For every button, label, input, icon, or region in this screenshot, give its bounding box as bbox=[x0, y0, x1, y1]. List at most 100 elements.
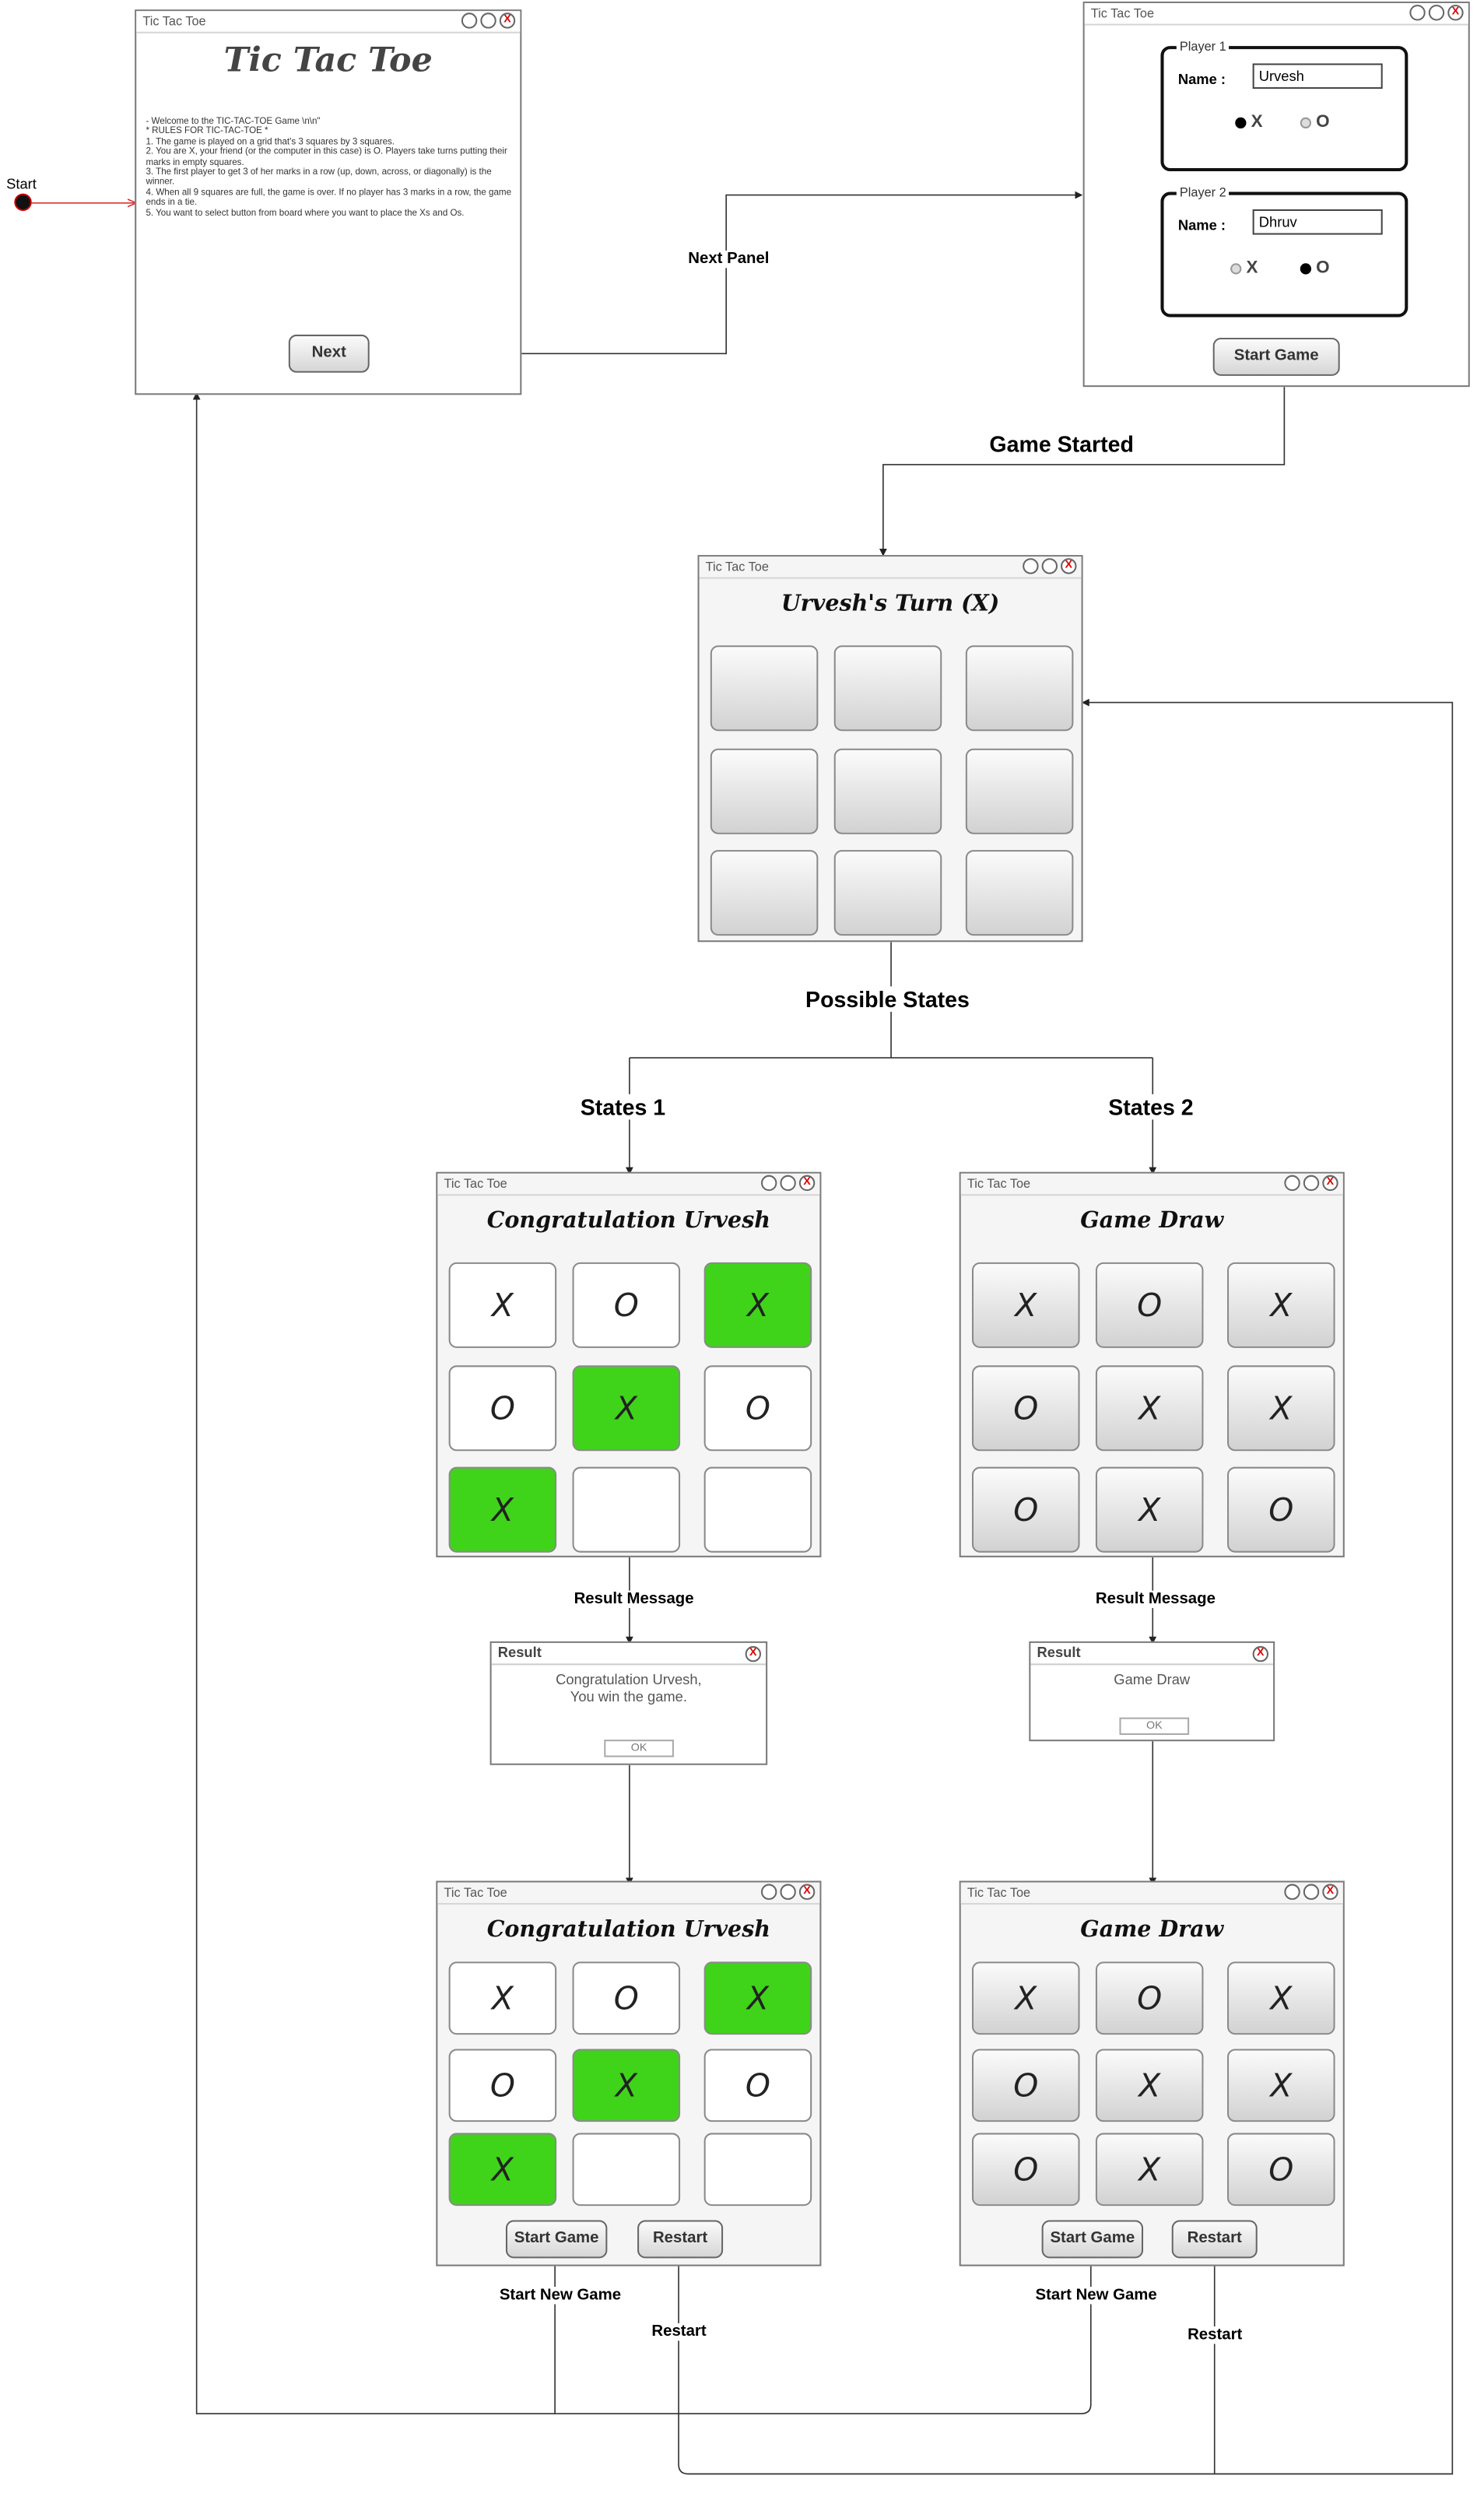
edge-start-new-game bbox=[192, 391, 556, 2414]
board-cell[interactable] bbox=[833, 645, 942, 732]
maximize-icon[interactable] bbox=[780, 1884, 796, 1900]
board-cell[interactable]: O bbox=[1227, 1466, 1335, 1553]
minimize-icon[interactable] bbox=[1023, 558, 1039, 574]
board-cell[interactable]: O bbox=[1095, 1961, 1204, 2035]
board-cell[interactable]: X bbox=[1227, 1365, 1335, 1452]
maximize-icon[interactable] bbox=[1303, 1174, 1320, 1192]
board-cell[interactable]: O bbox=[448, 1365, 557, 1452]
edge-game-started bbox=[879, 377, 1286, 557]
board-cell[interactable] bbox=[965, 748, 1074, 834]
board-cell[interactable] bbox=[965, 850, 1074, 936]
close-icon[interactable]: X bbox=[1252, 1645, 1268, 1663]
close-icon[interactable]: X bbox=[499, 12, 516, 29]
board-cell[interactable]: O bbox=[971, 2133, 1080, 2207]
close-icon[interactable]: X bbox=[745, 1645, 761, 1663]
board-cell[interactable]: X bbox=[703, 1961, 812, 2035]
minimize-icon[interactable] bbox=[760, 1174, 777, 1192]
board-cell[interactable]: O bbox=[703, 1365, 812, 1452]
board-cell[interactable]: O bbox=[971, 1466, 1080, 1553]
board-cell[interactable] bbox=[833, 748, 942, 834]
board-cell[interactable]: O bbox=[572, 1961, 681, 2035]
board-cell[interactable]: X bbox=[971, 1262, 1080, 1348]
window-title: Tic Tac Toe bbox=[142, 14, 206, 29]
board-cell[interactable]: X bbox=[1095, 2049, 1204, 2123]
board-cell[interactable]: X bbox=[448, 1961, 557, 2035]
start-game-button[interactable]: Start Game bbox=[1212, 337, 1340, 376]
player1-group: Player 1 Name : Urvesh X O bbox=[1160, 39, 1409, 172]
edge-label-start-new-game-1: Start New Game bbox=[499, 2287, 622, 2305]
player1-radio-x[interactable]: X bbox=[1235, 113, 1263, 132]
ok-button[interactable]: OK bbox=[604, 1740, 674, 1757]
board-cell[interactable] bbox=[965, 645, 1074, 732]
board-cell[interactable] bbox=[703, 2133, 812, 2207]
board-cell[interactable]: O bbox=[703, 2049, 812, 2123]
player1-radio-o[interactable]: O bbox=[1300, 113, 1330, 132]
board-cell[interactable]: X bbox=[448, 1262, 557, 1348]
board-cell[interactable] bbox=[703, 1466, 812, 1553]
board-cell[interactable]: X bbox=[1095, 1466, 1204, 1553]
board-cell[interactable] bbox=[572, 2133, 681, 2207]
start-game-button[interactable]: Start Game bbox=[1041, 2220, 1144, 2259]
board-cell[interactable]: X bbox=[1227, 1262, 1335, 1348]
maximize-icon[interactable] bbox=[1041, 558, 1058, 574]
board-cell[interactable]: X bbox=[703, 1262, 812, 1348]
restart-button[interactable]: Restart bbox=[1171, 2220, 1258, 2259]
players-window: Tic Tac Toe X Player 1 Name : Urvesh X O… bbox=[1082, 2, 1470, 388]
win-result-dialog: Result X Congratulation Urvesh, You win … bbox=[489, 1641, 768, 1765]
board-cell[interactable]: O bbox=[572, 1262, 681, 1348]
radio-selected-icon bbox=[1300, 262, 1312, 274]
board-cell[interactable] bbox=[710, 850, 819, 936]
minimize-icon[interactable] bbox=[760, 1884, 777, 1900]
board-cell[interactable]: O bbox=[971, 2049, 1080, 2123]
players-titlebar: Tic Tac Toe X bbox=[1084, 3, 1468, 26]
close-icon[interactable]: X bbox=[798, 1174, 816, 1192]
close-icon[interactable]: X bbox=[798, 1884, 816, 1900]
close-icon[interactable]: X bbox=[1447, 5, 1464, 21]
edge-label-states-2: States 2 bbox=[1108, 1094, 1194, 1120]
player2-radio-x[interactable]: X bbox=[1230, 258, 1258, 278]
next-button[interactable]: Next bbox=[288, 334, 370, 373]
player1-name-label: Name : bbox=[1177, 71, 1226, 88]
restart-button[interactable]: Restart bbox=[637, 2220, 724, 2259]
player2-name-input[interactable]: Dhruv bbox=[1252, 209, 1383, 235]
maximize-icon[interactable] bbox=[1428, 5, 1445, 21]
board-cell[interactable]: O bbox=[1227, 2133, 1335, 2207]
close-icon[interactable]: X bbox=[1322, 1884, 1338, 1900]
ok-button[interactable]: OK bbox=[1119, 1717, 1190, 1736]
player1-name-input[interactable]: Urvesh bbox=[1252, 63, 1383, 90]
board-cell[interactable]: X bbox=[1095, 2133, 1204, 2207]
board-cell[interactable] bbox=[710, 645, 819, 732]
radio-unselected-icon bbox=[1300, 116, 1312, 128]
maximize-icon[interactable] bbox=[1303, 1884, 1320, 1900]
minimize-icon[interactable] bbox=[461, 12, 478, 29]
welcome-heading: Tic Tac Toe bbox=[223, 39, 433, 79]
board-cell[interactable]: X bbox=[1227, 2049, 1335, 2123]
close-icon[interactable]: X bbox=[1322, 1174, 1338, 1192]
player2-radio-o[interactable]: O bbox=[1300, 258, 1330, 278]
minimize-icon[interactable] bbox=[1284, 1884, 1300, 1900]
board-cell[interactable]: X bbox=[1095, 1365, 1204, 1452]
board-cell[interactable] bbox=[833, 850, 942, 936]
board-cell[interactable]: O bbox=[1095, 1262, 1204, 1348]
maximize-icon[interactable] bbox=[480, 12, 496, 29]
maximize-icon[interactable] bbox=[780, 1174, 796, 1192]
board-cell[interactable]: X bbox=[448, 2133, 557, 2207]
board-cell[interactable]: X bbox=[448, 1466, 557, 1553]
minimize-icon[interactable] bbox=[1409, 5, 1426, 21]
minimize-icon[interactable] bbox=[1284, 1174, 1300, 1192]
board-cell[interactable]: X bbox=[971, 1961, 1080, 2035]
close-icon[interactable]: X bbox=[1061, 558, 1077, 574]
board-cell[interactable]: X bbox=[572, 2049, 681, 2123]
start-game-button[interactable]: Start Game bbox=[505, 2220, 608, 2259]
board-cell[interactable]: O bbox=[971, 1365, 1080, 1452]
board-cell[interactable] bbox=[572, 1466, 681, 1553]
draw-state-titlebar: Tic Tac Toe X bbox=[960, 1173, 1343, 1196]
board-cell[interactable] bbox=[710, 748, 819, 834]
board-cell[interactable]: X bbox=[572, 1365, 681, 1452]
board-cell[interactable]: O bbox=[448, 2049, 557, 2123]
board-cell[interactable]: X bbox=[1227, 1961, 1335, 2035]
game-window: Tic Tac Toe X Urvesh's Turn (X) bbox=[697, 555, 1083, 943]
